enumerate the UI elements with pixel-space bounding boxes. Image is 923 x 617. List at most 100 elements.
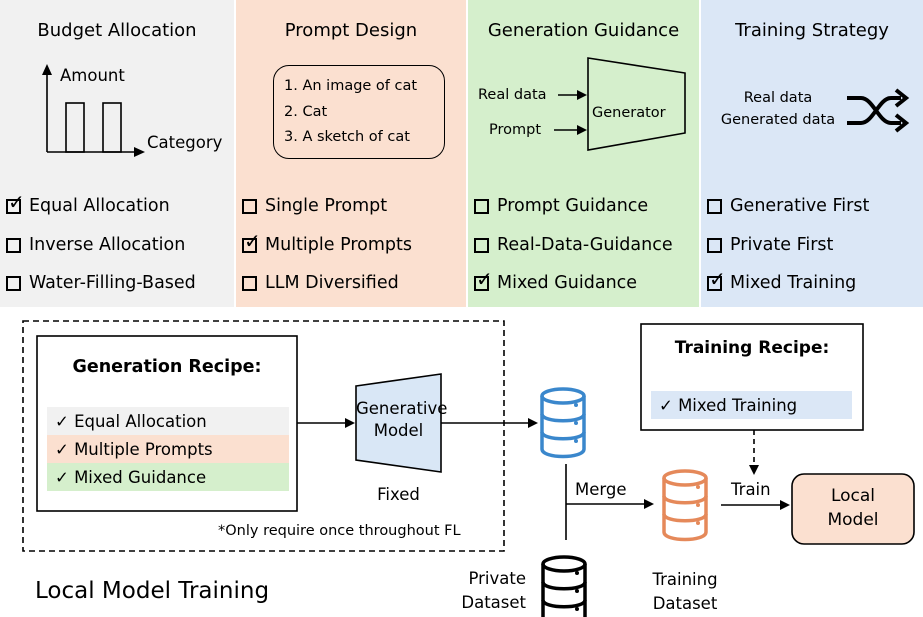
checkbox[interactable]: ✓ <box>707 269 726 291</box>
option-private-first[interactable]: Private First <box>707 235 833 255</box>
check-icon: ✓ <box>8 189 25 214</box>
bar-1 <box>65 102 85 153</box>
strategy-generated-data: Generated data <box>720 112 836 128</box>
local-model-box <box>791 473 915 545</box>
training-dataset-label-1: Training <box>652 570 718 589</box>
option-real-data-guidance[interactable]: Real-Data-Guidance <box>474 235 673 255</box>
arrow-head <box>749 465 759 475</box>
db-dot <box>574 403 578 407</box>
option-label: Real-Data-Guidance <box>497 235 673 255</box>
prompt-design-panel: Prompt Design 1. An image of cat 2. Cat … <box>236 0 466 307</box>
checkbox[interactable]: ✓ <box>474 269 493 291</box>
checkbox[interactable] <box>707 198 722 214</box>
option-prompt-guidance[interactable]: Prompt Guidance <box>474 196 648 216</box>
training-recipe-title: Training Recipe: <box>674 338 830 358</box>
generative-model-label-1: Generative <box>356 399 448 418</box>
input-prompt: Prompt <box>489 122 542 138</box>
check-icon: ✓ <box>476 266 493 291</box>
option-label: Mixed Training <box>730 273 857 293</box>
option-equal-allocation[interactable]: ✓ Equal Allocation <box>6 192 170 216</box>
option-multiple-prompts[interactable]: ✓ Multiple Prompts <box>242 231 412 255</box>
option-label: LLM Diversified <box>265 273 399 293</box>
section-title: Local Model Training <box>35 578 270 604</box>
prompt-examples-box: 1. An image of cat 2. Cat 3. A sketch of… <box>273 65 445 159</box>
generator-diagram <box>554 57 686 151</box>
option-label: Single Prompt <box>265 196 388 216</box>
check-icon: ✓ <box>244 228 261 253</box>
check-icon: ✓ <box>709 266 726 291</box>
training-recipe-item: ✓ Mixed Training <box>651 391 852 419</box>
option-single-prompt[interactable]: Single Prompt <box>242 196 387 216</box>
checkbox[interactable] <box>474 198 489 214</box>
generation-recipe-title: Generation Recipe: <box>72 357 262 377</box>
option-water-filling[interactable]: Water-Filling-Based <box>6 273 196 293</box>
y-axis-arrow <box>42 64 52 75</box>
x-axis-arrow <box>134 147 145 157</box>
arrow-head <box>780 500 790 510</box>
option-mixed-guidance[interactable]: ✓ Mixed Guidance <box>474 269 638 293</box>
db-dot <box>575 571 579 575</box>
option-mixed-training[interactable]: ✓ Mixed Training <box>707 269 857 293</box>
db-dot <box>574 439 578 443</box>
panel-title: Budget Allocation <box>37 20 197 41</box>
panel-title: Prompt Design <box>284 20 418 41</box>
recipe-item-multiple-prompts: ✓ Multiple Prompts <box>47 435 289 463</box>
budget-bar-chart <box>42 64 145 157</box>
arrow-head <box>528 418 538 428</box>
private-dataset-label-2: Dataset <box>461 593 526 612</box>
shuffle-icon <box>847 88 910 133</box>
checkbox[interactable]: ✓ <box>6 192 25 214</box>
strategy-real-data: Real data <box>743 90 813 106</box>
checkbox[interactable] <box>6 275 21 291</box>
private-database-icon <box>541 555 587 617</box>
checkbox[interactable] <box>474 237 489 253</box>
option-label: Prompt Guidance <box>497 196 649 216</box>
prompt-example-2: 2. Cat <box>284 104 328 120</box>
private-dataset-label-1: Private <box>468 569 526 588</box>
generative-model-shape <box>355 373 442 473</box>
generated-database-icon <box>540 387 586 459</box>
option-inverse-allocation[interactable]: Inverse Allocation <box>6 235 185 255</box>
panel-title: Training Strategy <box>735 20 889 41</box>
training-database-icon <box>662 469 708 542</box>
option-label: Multiple Prompts <box>265 235 412 255</box>
checkbox[interactable] <box>242 275 257 291</box>
db-dot <box>574 421 578 425</box>
input-real-data: Real data <box>478 87 547 103</box>
arrow-head <box>577 90 587 100</box>
bar-2 <box>102 102 122 153</box>
arrow-head <box>644 499 654 509</box>
generation-guidance-panel: Generation Guidance Real data Prompt Gen… <box>468 0 699 307</box>
prompt-example-3: 3. A sketch of cat <box>284 129 410 145</box>
option-generative-first[interactable]: Generative First <box>707 196 869 216</box>
db-dot <box>575 607 579 611</box>
option-label: Private First <box>730 235 834 255</box>
training-strategy-panel: Training Strategy Real data Generated da… <box>701 0 923 307</box>
option-label: Generative First <box>730 196 870 216</box>
db-dot <box>696 485 700 489</box>
option-label: Inverse Allocation <box>29 235 186 255</box>
arrow-head <box>345 418 355 428</box>
generation-recipe: Generation Recipe: ✓ Equal Allocation ✓ … <box>37 336 297 511</box>
fixed-caption: Fixed <box>377 485 420 504</box>
checkbox[interactable] <box>707 237 722 253</box>
checkbox[interactable] <box>242 198 257 214</box>
budget-allocation-panel: Budget Allocation Amount Category ✓ Equa… <box>0 0 234 307</box>
footnote: *Only require once throughout FL <box>218 523 461 539</box>
option-label: Equal Allocation <box>29 196 170 216</box>
prompt-example-1: 1. An image of cat <box>284 78 418 94</box>
option-label: Water-Filling-Based <box>29 273 196 293</box>
generator-trapezoid <box>587 57 686 151</box>
x-axis-label: Category <box>147 133 223 152</box>
checkbox[interactable]: ✓ <box>242 231 261 253</box>
training-dataset-label-2: Dataset <box>652 594 718 613</box>
training-recipe-box <box>640 323 864 431</box>
option-llm-diversified[interactable]: LLM Diversified <box>242 273 399 293</box>
generator-label: Generator <box>592 105 666 121</box>
option-label: Mixed Guidance <box>497 273 638 293</box>
checkbox[interactable] <box>6 237 21 253</box>
train-label: Train <box>731 480 771 499</box>
recipe-item-equal-allocation: ✓ Equal Allocation <box>47 407 289 435</box>
